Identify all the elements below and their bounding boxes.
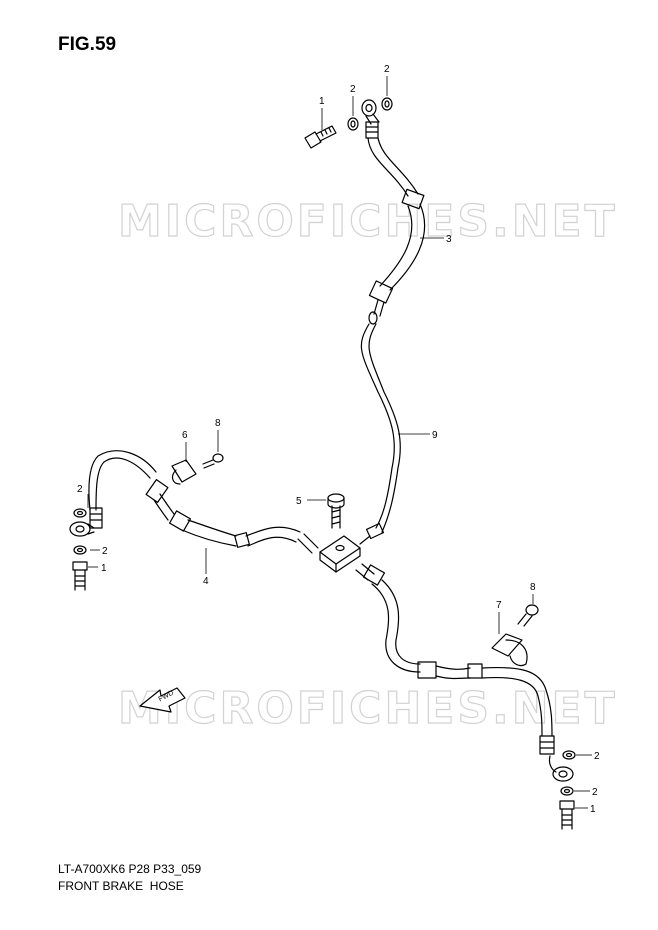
left-clamp-bolt-icon — [202, 453, 224, 469]
brake-pipe — [359, 311, 401, 545]
callout-right-bolt: 1 — [590, 804, 596, 815]
top-washer-left-icon — [347, 117, 359, 131]
model-code: LT-A700XK6 P28 P33_059 — [58, 862, 202, 876]
right-clamp-bolt-icon — [517, 604, 539, 627]
callout-washer-top-right: 2 — [384, 64, 390, 75]
callout-right-washer-top: 2 — [594, 751, 600, 762]
callout-upper-hose: 3 — [446, 234, 452, 245]
callout-right-clamp: 7 — [496, 600, 502, 611]
watermark-top: MICROFICHES.NET — [118, 196, 618, 247]
right-banjo-bolt-icon — [559, 800, 575, 830]
right-caliper-union-icon — [548, 755, 574, 782]
callout-left-washer-bottom: 2 — [102, 546, 108, 557]
top-washer-right-icon — [381, 97, 393, 111]
callout-left-clamp: 6 — [182, 430, 188, 441]
figure-name: FRONT BRAKE HOSE — [58, 879, 184, 893]
left-clamp-icon — [171, 459, 197, 485]
left-caliper-union-icon — [69, 521, 95, 537]
callout-right-clamp-bolt: 8 — [530, 582, 536, 593]
callout-joint-bolt: 5 — [296, 496, 302, 507]
callout-left-bolt: 1 — [101, 563, 107, 574]
left-banjo-bolt-icon — [72, 561, 88, 591]
top-banjo-union-icon — [361, 99, 380, 139]
callout-left-hose: 4 — [203, 576, 209, 587]
right-brake-hose — [355, 563, 555, 755]
left-brake-hose — [88, 450, 319, 554]
upper-brake-hose — [367, 137, 426, 317]
forward-arrow-icon — [139, 687, 186, 713]
callout-left-clamp-bolt: 8 — [215, 418, 221, 429]
callout-left-washer-top: 2 — [77, 484, 83, 495]
three-way-joint-icon — [319, 535, 361, 573]
right-washer-bottom-icon — [560, 786, 574, 796]
callout-washer-top-left: 2 — [350, 84, 356, 95]
top-banjo-bolt-icon — [304, 125, 337, 149]
watermark-bottom: MICROFICHES.NET — [118, 683, 618, 734]
right-washer-top-icon — [562, 750, 576, 760]
figure-title: FIG.59 — [58, 34, 117, 55]
left-washer-top-icon — [73, 508, 87, 518]
right-clamp-icon — [491, 633, 528, 667]
left-washer-bottom-icon — [73, 545, 87, 555]
callout-right-washer-bottom: 2 — [592, 787, 598, 798]
callout-brake-pipe: 9 — [432, 430, 438, 441]
joint-bolt-icon — [327, 493, 345, 529]
callout-bolt-top: 1 — [319, 96, 325, 107]
